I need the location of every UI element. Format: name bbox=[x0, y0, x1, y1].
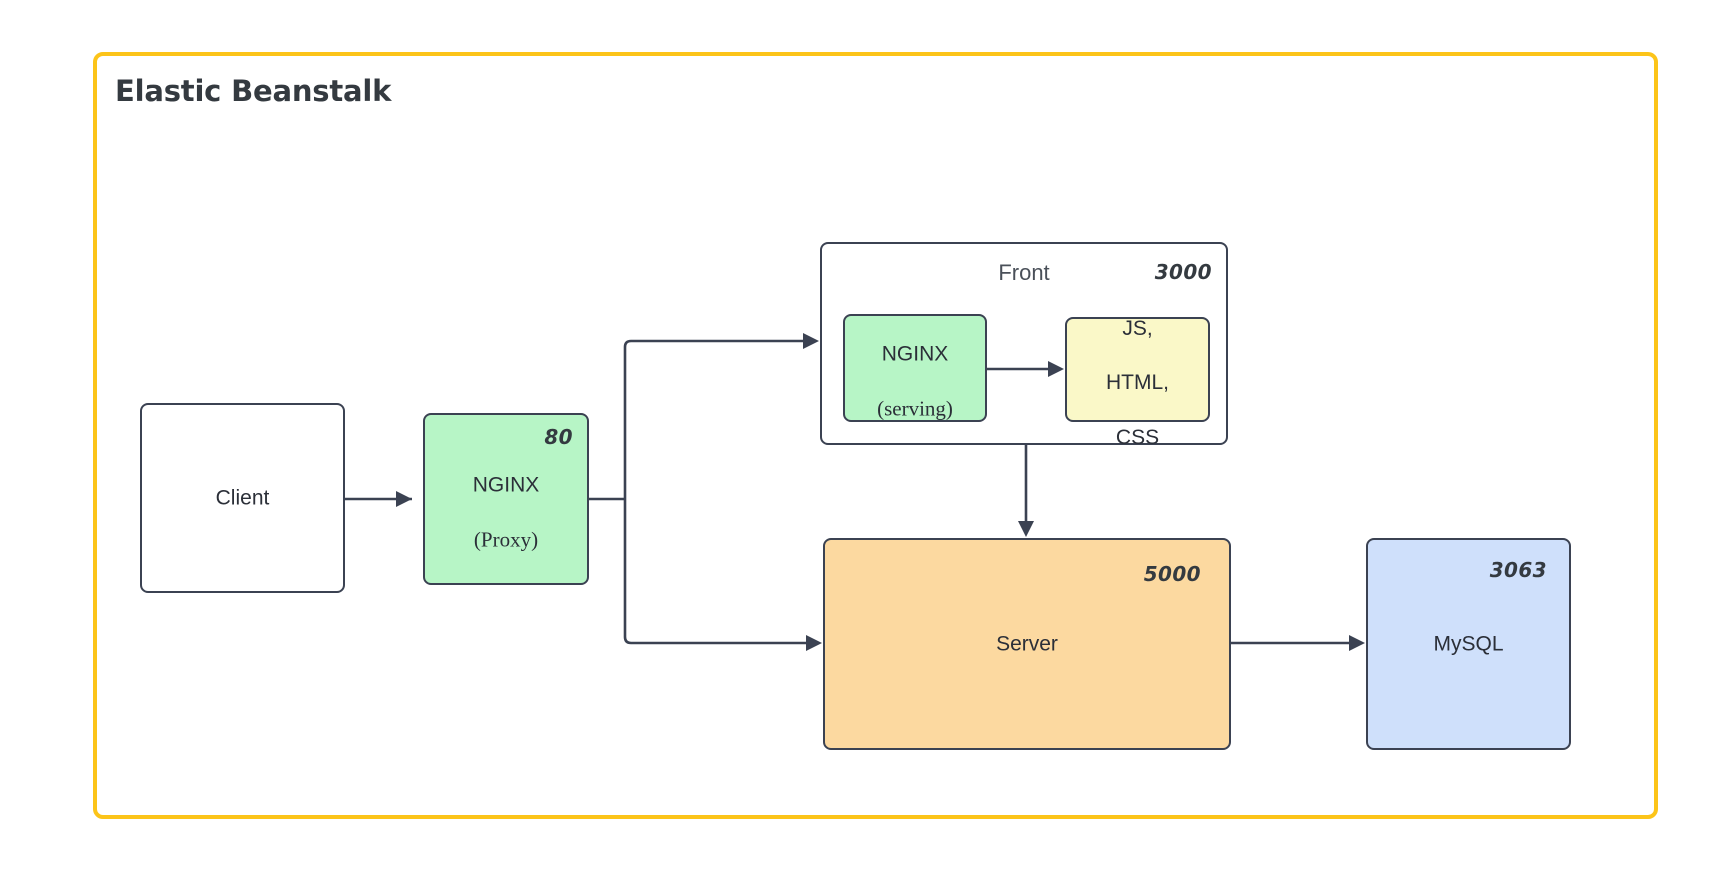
node-mysql[interactable]: 3063 MySQL bbox=[1366, 538, 1571, 750]
node-static-assets-line3: CSS bbox=[1115, 426, 1160, 450]
node-front-label: Front bbox=[998, 260, 1050, 285]
node-server-label: Server bbox=[996, 632, 1058, 656]
node-client[interactable]: Client bbox=[140, 403, 345, 593]
node-server-port: 5000 bbox=[1143, 562, 1201, 586]
node-nginx-proxy-name: NGINX bbox=[472, 473, 540, 497]
node-nginx-proxy-port: 80 bbox=[544, 425, 573, 449]
node-nginx-proxy-label: NGINX (Proxy) bbox=[425, 444, 587, 553]
node-nginx-proxy[interactable]: 80 NGINX (Proxy) bbox=[423, 413, 589, 585]
node-nginx-proxy-sublabel: (Proxy) bbox=[473, 527, 539, 552]
node-nginx-serving[interactable]: NGINX (serving) bbox=[843, 314, 987, 422]
node-mysql-port: 3063 bbox=[1489, 558, 1547, 582]
node-front-header: Front 3000 bbox=[822, 260, 1226, 290]
node-server[interactable]: 5000 Server bbox=[823, 538, 1231, 750]
node-static-assets-line1: JS, bbox=[1122, 316, 1153, 340]
node-static-assets-label: JS, HTML, CSS bbox=[1067, 288, 1208, 452]
node-client-label: Client bbox=[215, 486, 270, 510]
node-mysql-label: MySQL bbox=[1433, 632, 1504, 656]
node-static-assets[interactable]: JS, HTML, CSS bbox=[1065, 317, 1210, 449]
node-nginx-serving-name: NGINX bbox=[881, 342, 949, 366]
node-nginx-serving-label: NGINX (serving) bbox=[845, 313, 985, 422]
node-nginx-serving-sublabel: (serving) bbox=[877, 396, 953, 421]
node-front-port: 3000 bbox=[1154, 260, 1212, 284]
node-static-assets-line2: HTML, bbox=[1106, 371, 1169, 395]
page-title: Elastic Beanstalk bbox=[115, 74, 392, 108]
